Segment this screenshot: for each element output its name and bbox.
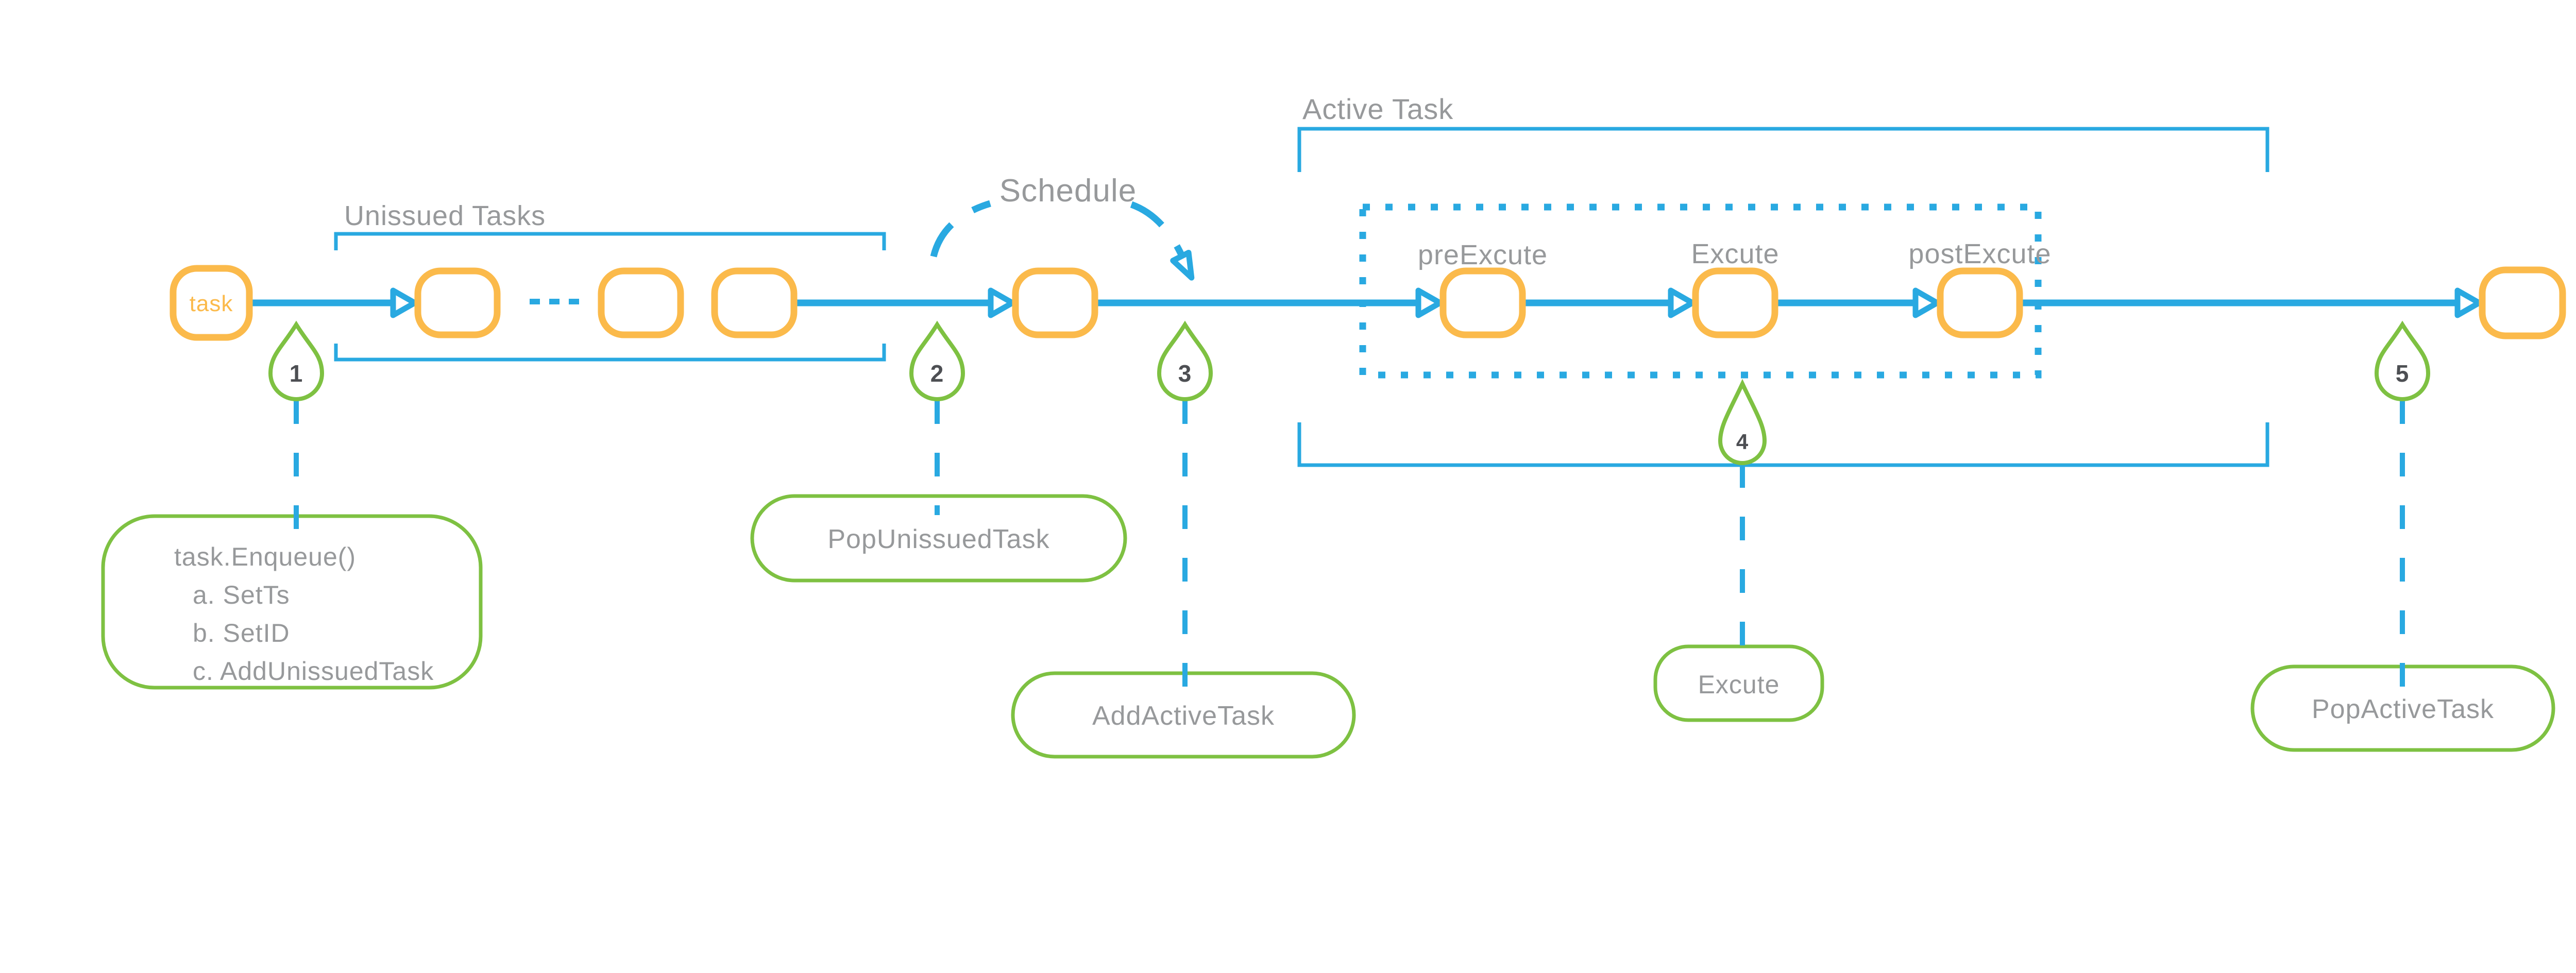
node-unissued-2	[598, 267, 684, 338]
unissued-tasks-label: Unissued Tasks	[344, 200, 546, 231]
callout-line: task.Enqueue()	[174, 542, 356, 571]
marker-3: 3	[1157, 320, 1213, 401]
marker-4-number: 4	[1736, 430, 1749, 454]
schedule-arc-left	[930, 200, 991, 258]
node-scheduled	[1012, 267, 1098, 338]
active-task-bottom-bracket	[1297, 422, 2269, 467]
active-task-label: Active Task	[1302, 93, 1453, 125]
schedule-arc-arrowhead-icon	[1170, 249, 1195, 281]
node-pre-execute	[1439, 267, 1526, 338]
teardrop-icon	[2374, 320, 2431, 401]
teardrop-icon	[909, 320, 965, 401]
teardrop-icon	[1157, 320, 1213, 401]
pop-unissued-task-label: PopUnissuedTask	[827, 524, 1049, 554]
node-unissued-1	[414, 267, 501, 338]
arrowhead-icon	[2454, 287, 2482, 318]
callout-line: b. SetID	[193, 619, 290, 647]
node-post-execute	[1937, 267, 2023, 338]
pop-active-task-label: PopActiveTask	[2312, 694, 2494, 724]
teardrop-icon	[268, 320, 325, 401]
node-task	[170, 265, 253, 341]
execute-label: Excute	[1691, 238, 1779, 269]
callout-execute	[1653, 644, 1824, 722]
queue-dot	[530, 299, 540, 304]
marker-2-number: 2	[930, 360, 944, 387]
callout-line: c. AddUnissuedTask	[193, 657, 434, 686]
arrowhead-icon	[1668, 287, 1696, 318]
pre-execute-label: preExcute	[1418, 240, 1548, 270]
teardrop-icon	[1718, 379, 1767, 465]
arrowhead-icon	[988, 287, 1015, 318]
marker-1-number: 1	[290, 360, 303, 387]
callout-task-enqueue	[101, 514, 483, 690]
task-node-label: task	[190, 291, 233, 316]
unissued-tasks-top-bracket	[334, 232, 886, 250]
node-unissued-3	[711, 267, 798, 338]
execution-phases-dotted-box	[1359, 203, 2042, 379]
callout-line: a. SetTs	[193, 581, 290, 609]
marker-1: 1	[268, 320, 325, 401]
callout-task-enqueue-text: task.Enqueue() a. SetTs b. SetID c. AddU…	[174, 542, 434, 686]
execute-callout-label: Excute	[1698, 670, 1780, 699]
add-active-task-label: AddActiveTask	[1092, 701, 1275, 731]
post-execute-label: postExcute	[1908, 238, 2051, 269]
arrowhead-icon	[1415, 287, 1443, 318]
marker-5: 5	[2374, 320, 2431, 401]
schedule-arc-right	[1130, 201, 1187, 261]
arrowhead-icon	[1912, 287, 1940, 318]
node-completed	[2479, 266, 2566, 339]
active-task-top-bracket	[1297, 127, 2269, 172]
callout-pop-unissued-task	[750, 494, 1127, 583]
unissued-tasks-bottom-bracket	[334, 344, 886, 362]
schedule-label: Schedule	[999, 173, 1137, 209]
marker-2: 2	[909, 320, 965, 401]
queue-dot	[549, 299, 560, 304]
queue-ellipsis-dots	[530, 299, 579, 304]
arrowhead-icon	[390, 287, 418, 318]
marker-3-number: 3	[1178, 360, 1192, 387]
marker-5-number: 5	[2396, 360, 2410, 387]
marker-4: 4	[1718, 379, 1767, 465]
queue-dot	[569, 299, 579, 304]
node-execute	[1692, 267, 1778, 338]
